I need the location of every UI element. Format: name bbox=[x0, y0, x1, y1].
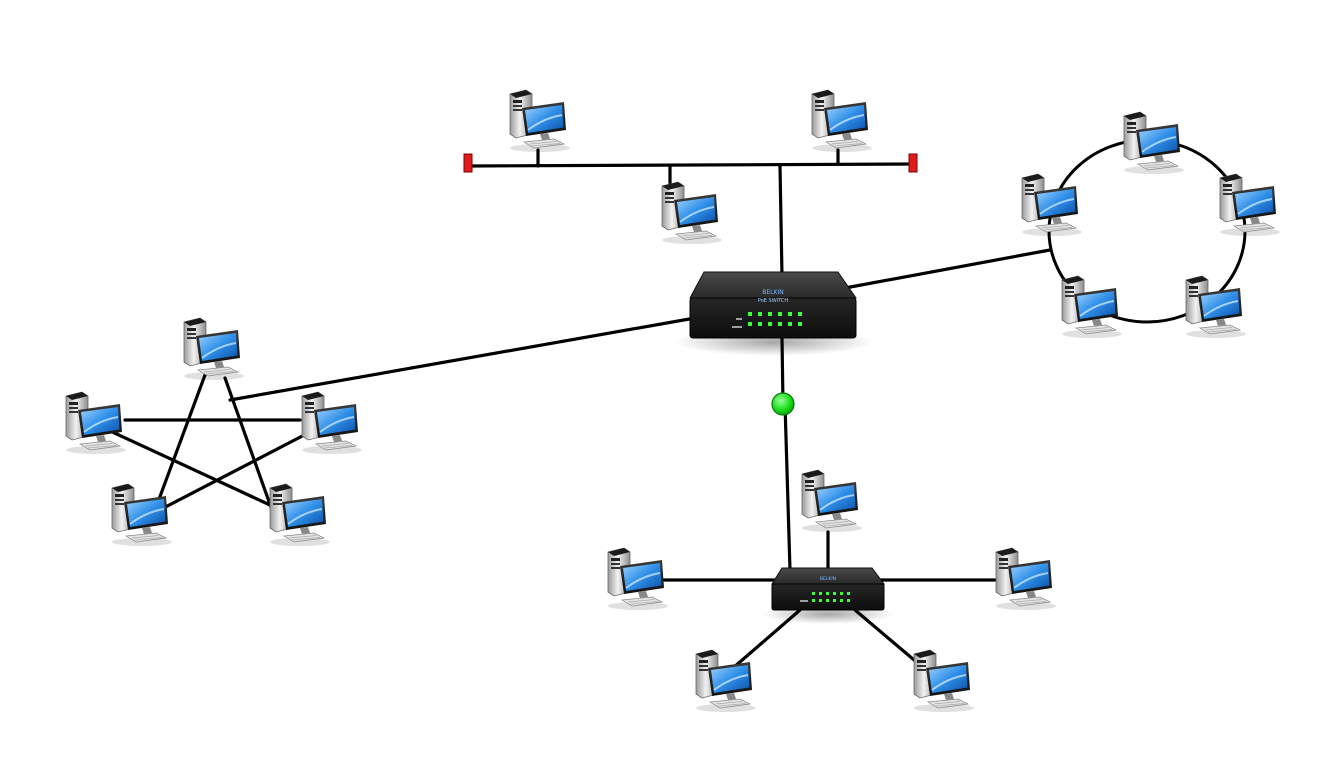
ring-computers bbox=[1021, 111, 1281, 339]
bus-terminator-right bbox=[908, 153, 918, 173]
desktop-computer-icon bbox=[269, 483, 331, 547]
star-segment-links bbox=[653, 530, 1000, 670]
repeater-node bbox=[771, 392, 795, 416]
mesh-link bbox=[106, 428, 272, 507]
backbone-links bbox=[228, 164, 1052, 572]
desktop-computer-icon bbox=[183, 317, 245, 381]
desktop-computer-icon bbox=[65, 391, 127, 455]
bus-segment bbox=[463, 148, 918, 188]
desktop-computer-icon bbox=[1185, 275, 1247, 339]
mesh-link bbox=[153, 373, 207, 512]
link-switch-to-mesh bbox=[228, 316, 697, 402]
desktop-computer-icon bbox=[607, 547, 669, 611]
desktop-computer-icon bbox=[913, 649, 975, 713]
switch-model: PoE SWITCH bbox=[758, 298, 788, 304]
desktop-computer-icon bbox=[811, 89, 873, 153]
led-array bbox=[732, 312, 802, 328]
desktop-computer-icon bbox=[509, 89, 571, 153]
link-switch-to-ring bbox=[843, 248, 1052, 290]
mesh-computers bbox=[65, 317, 363, 547]
desktop-computer-icon bbox=[1061, 275, 1123, 339]
network-switch-icon: BELKIN PoE SWITCH bbox=[674, 271, 874, 356]
bus-cable bbox=[468, 162, 916, 168]
link-switch-to-bus bbox=[778, 164, 784, 278]
desktop-computer-icon bbox=[1021, 173, 1083, 237]
led-array bbox=[800, 592, 850, 602]
switch-brand: BELKIN bbox=[762, 289, 783, 296]
desktop-computer-icon bbox=[995, 547, 1057, 611]
mesh-link bbox=[223, 376, 274, 512]
desktop-computer-icon bbox=[1219, 173, 1281, 237]
mesh-link bbox=[148, 430, 312, 517]
desktop-computer-icon bbox=[1123, 111, 1185, 175]
desktop-computer-icon bbox=[301, 391, 363, 455]
network-switch-icon: BELKIN bbox=[762, 567, 894, 624]
switch-brand: BELKIN bbox=[820, 576, 836, 582]
desktop-computer-icon bbox=[695, 649, 757, 713]
bus-terminator-left bbox=[463, 153, 473, 173]
mesh-segment-links bbox=[106, 373, 312, 517]
desktop-computer-icon bbox=[661, 181, 723, 245]
link-repeater-to-star-switch bbox=[783, 402, 792, 572]
desktop-computer-icon bbox=[801, 469, 863, 533]
desktop-computer-icon bbox=[111, 483, 173, 547]
